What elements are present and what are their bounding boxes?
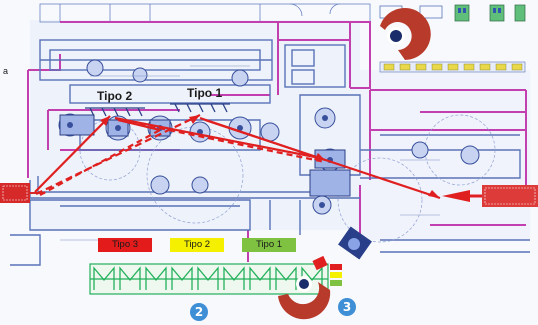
tipo2-station-label: Tipo 2 bbox=[97, 89, 133, 103]
plan-background-right bbox=[360, 70, 530, 240]
route-arrowheads bbox=[100, 115, 440, 198]
legend-tipo2: Tipo 2 bbox=[170, 238, 224, 252]
legend-tipo3: Tipo 3 bbox=[98, 238, 152, 252]
green-rack-bank bbox=[89, 263, 329, 295]
operator-icon-top bbox=[380, 8, 431, 60]
station-fixtures bbox=[85, 103, 230, 117]
side-markers bbox=[312, 255, 342, 286]
tipo1-station-label: Tipo 1 bbox=[187, 86, 223, 100]
legend-tipo1: Tipo 1 bbox=[242, 238, 296, 252]
right-label-strip bbox=[379, 61, 526, 73]
operator-icon-bottom bbox=[278, 276, 331, 320]
bottom-robot bbox=[338, 226, 372, 260]
badge-2: 2 bbox=[190, 303, 208, 321]
side-letter-label: a bbox=[3, 66, 9, 76]
building-outline bbox=[39, 3, 371, 23]
badge-3: 3 bbox=[338, 298, 356, 316]
right-infeed-conveyor bbox=[442, 185, 538, 207]
